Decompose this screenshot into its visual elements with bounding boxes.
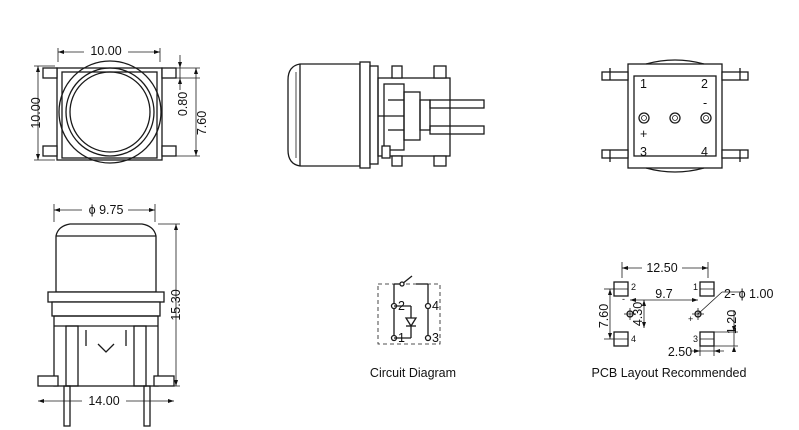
bottom-view: 1 2 3 4 + -	[601, 59, 749, 173]
pcb-mid-dim: 4.30	[631, 302, 645, 326]
pcb-pin-2: 2	[631, 282, 636, 292]
pcb-pin-1: 1	[693, 282, 698, 292]
circuit-diagram: 2 4 1 3 Circuit Diagram	[370, 275, 456, 380]
pcb-width-dim: 12.50	[646, 261, 677, 275]
pcb-hole-dim: 2- ϕ 1.00	[724, 287, 773, 301]
top-pitch-dim: 7.60	[195, 111, 209, 135]
circuit-pin-1: 1	[398, 331, 405, 345]
front-base-dim: 14.00	[88, 394, 119, 408]
circuit-pin-2: 2	[398, 299, 405, 313]
circuit-caption: Circuit Diagram	[370, 366, 456, 380]
circuit-pin-4: 4	[432, 299, 439, 313]
pcb-height-dim: 7.60	[597, 304, 611, 328]
bottom-pin-3: 3	[640, 145, 647, 159]
bottom-pin-1: 1	[640, 77, 647, 91]
pcb-layout: 12.50 2 1 4 3 - + 9.7 7.60	[592, 261, 773, 380]
top-view: 10.00 10.00 0.80 7.60	[29, 44, 209, 164]
bottom-pin-2: 2	[701, 77, 708, 91]
bottom-plus: +	[640, 127, 647, 141]
pcb-pad-dim: 2.50	[668, 345, 692, 359]
front-view: ϕ 9.75 15.30 14.00	[37, 202, 183, 427]
top-width-dim: 10.00	[90, 44, 121, 58]
bottom-pin-4: 4	[701, 145, 708, 159]
pcb-inner-dim: 9.7	[655, 287, 672, 301]
front-cap-dia: ϕ 9.75	[89, 203, 124, 217]
pcb-pin-3: 3	[693, 334, 698, 344]
pcb-caption: PCB Layout Recommended	[592, 366, 747, 380]
pcb-plus: +	[688, 314, 693, 324]
side-view	[287, 61, 485, 169]
front-height-dim: 15.30	[169, 289, 183, 320]
pcb-small-dim: 1.20	[725, 310, 739, 334]
top-offset-dim: 0.80	[176, 92, 190, 116]
bottom-minus: -	[703, 96, 707, 110]
circuit-pin-3: 3	[432, 331, 439, 345]
top-height-dim: 10.00	[29, 97, 43, 128]
pcb-minus: -	[622, 294, 625, 304]
pcb-pin-4: 4	[631, 334, 636, 344]
